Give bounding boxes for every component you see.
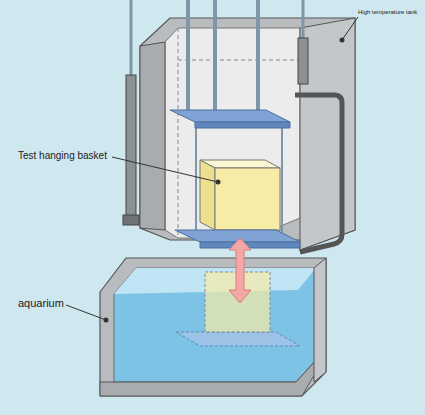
water — [114, 268, 316, 382]
lift-rod — [186, 0, 190, 112]
aquarium-front-wall — [100, 360, 316, 396]
piston-rod — [302, 0, 305, 40]
aquarium-side — [314, 258, 326, 382]
submerged-plate — [176, 332, 300, 346]
leader-dot — [340, 38, 345, 43]
top-plate-edge — [195, 122, 290, 128]
leader-dot — [104, 318, 109, 323]
bottom-plate-edge — [200, 242, 300, 248]
basket-side — [200, 160, 215, 230]
leader-line — [66, 305, 106, 320]
top-plate — [170, 110, 290, 122]
piston-rod — [130, 0, 133, 76]
tank-front-panel — [140, 42, 165, 230]
lift-rod — [256, 0, 260, 112]
tank-interior — [165, 28, 300, 238]
air-cylinder — [126, 75, 136, 223]
hidden-edge — [178, 60, 300, 61]
part-label: aquarium — [18, 297, 64, 309]
pipe — [295, 95, 342, 252]
leader-line — [342, 17, 358, 40]
leader-line — [112, 157, 218, 182]
aquarium-body — [100, 258, 326, 396]
air-cylinder — [298, 38, 308, 84]
guide-rod — [281, 124, 283, 240]
part-label: Test hanging basket — [18, 150, 107, 161]
lift-rod — [213, 0, 217, 112]
tank-body — [140, 18, 355, 250]
guide-rod — [195, 124, 197, 240]
motion-arrow — [229, 238, 251, 303]
part-label: High temperature tank — [358, 9, 417, 16]
test-basket — [215, 168, 280, 230]
leader-dot — [216, 180, 221, 185]
cylinder-mount — [123, 215, 139, 225]
